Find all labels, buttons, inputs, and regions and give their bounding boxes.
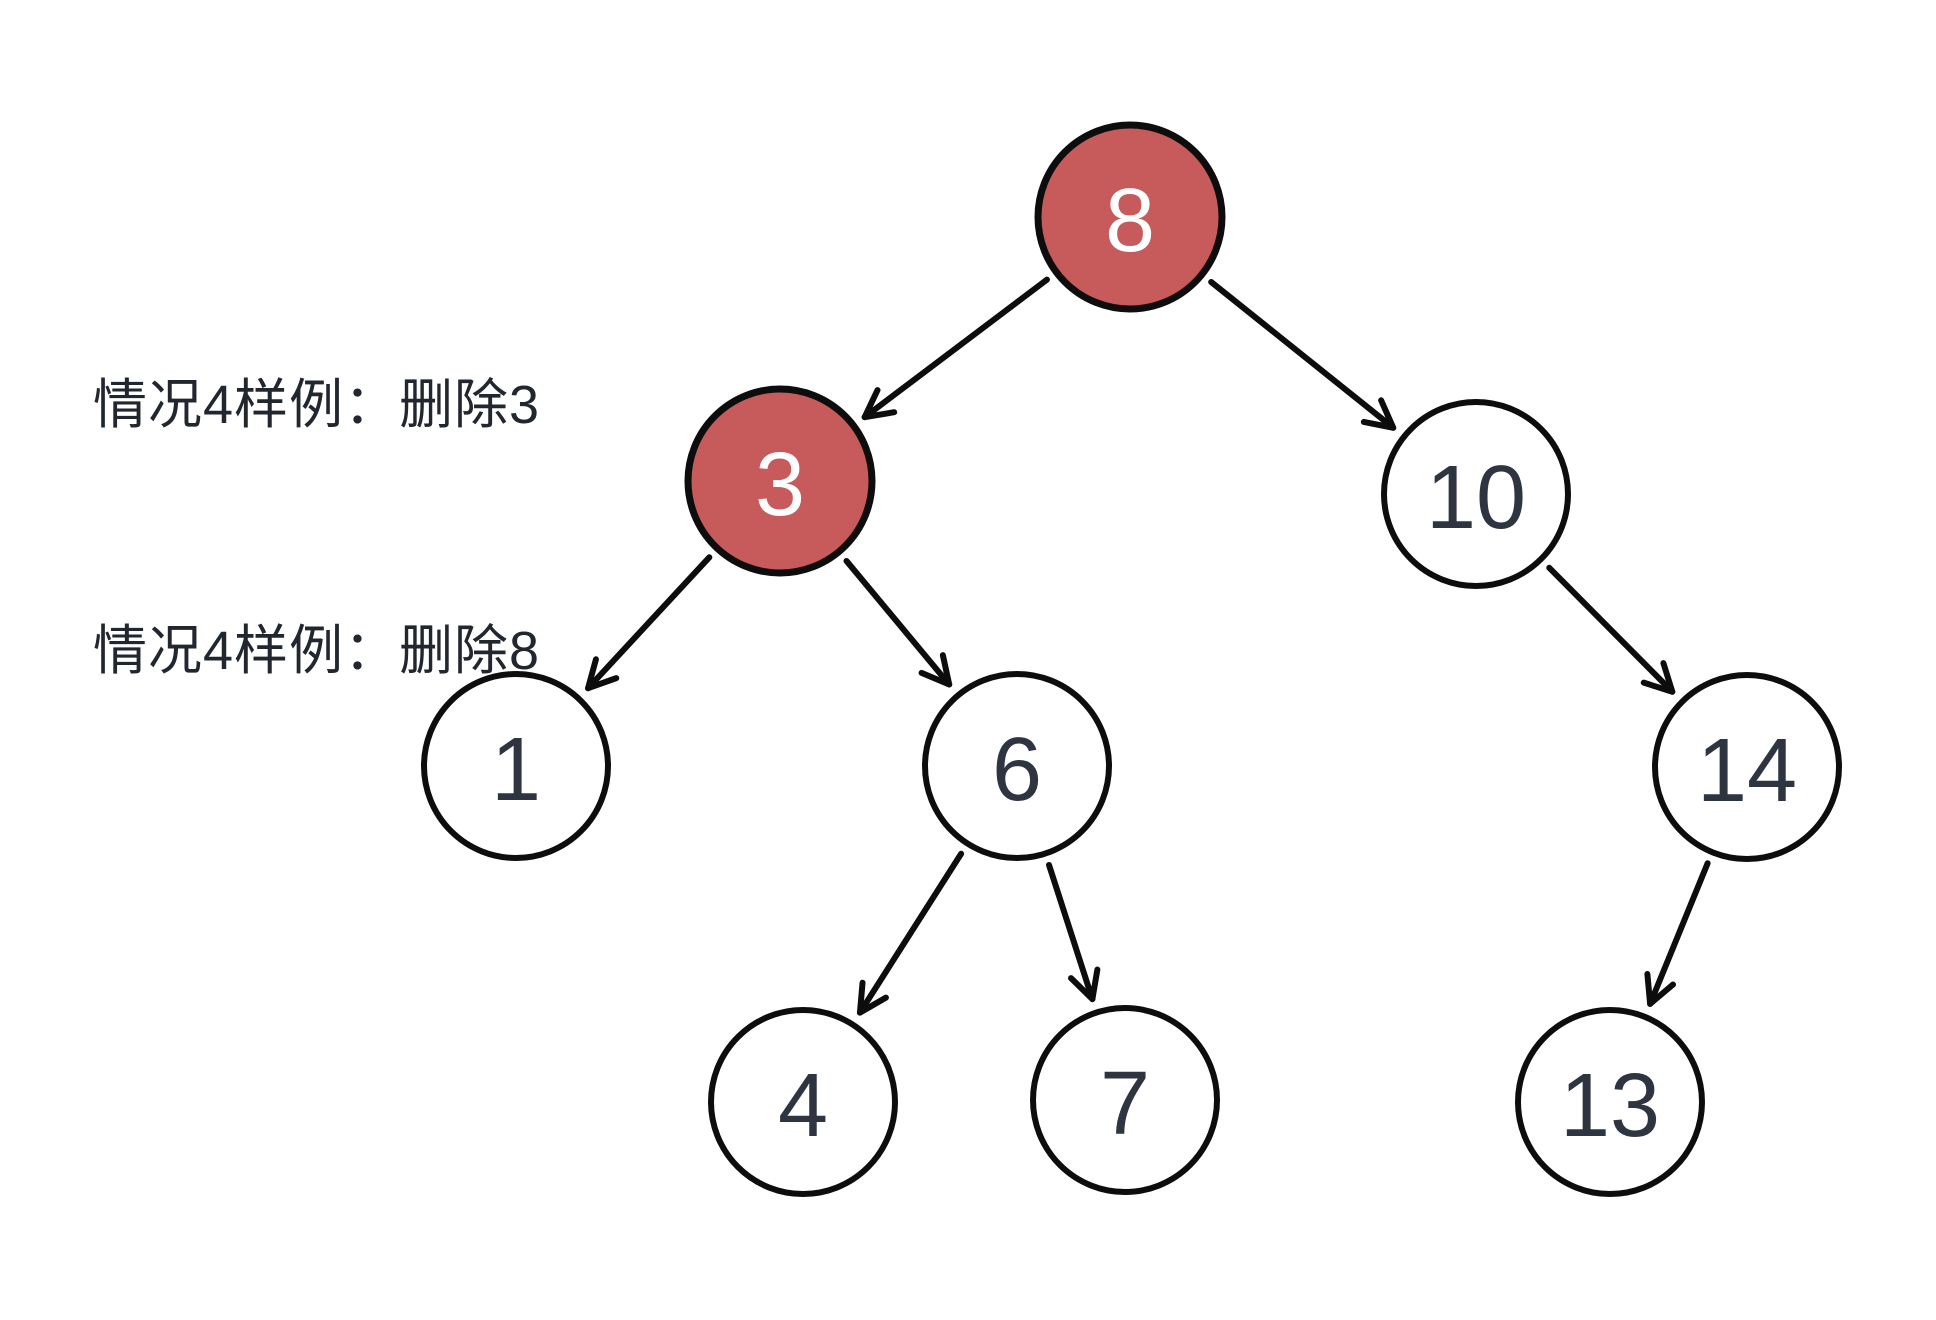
tree-edge-3-1	[585, 554, 713, 692]
arrowhead-8-10	[1360, 397, 1397, 431]
tree-edge-8-10	[1208, 278, 1397, 431]
tree-node-13	[1515, 1007, 1705, 1197]
node-label-3: 3	[755, 435, 805, 535]
tree-edge-8-3	[861, 276, 1050, 421]
arrowhead-6-7	[1068, 966, 1101, 1003]
tree-node-8	[1034, 121, 1226, 313]
arrowhead-6-4	[856, 979, 889, 1016]
tree-edge-10-14	[1546, 564, 1676, 695]
caption-line-2: 情况4样例：删除8	[93, 621, 541, 681]
arrowhead-3-1	[585, 656, 620, 692]
arrowhead-10-14	[1640, 660, 1676, 695]
tree-node-4	[708, 1007, 898, 1197]
caption-line-1: 情况4样例：删除3	[93, 375, 541, 435]
arrowhead-14-13	[1644, 971, 1677, 1007]
tree-node-10	[1381, 399, 1571, 589]
node-label-8: 8	[1105, 171, 1155, 271]
arrowhead-3-6	[918, 652, 953, 688]
node-label-7: 7	[1100, 1054, 1150, 1154]
caption-block: 情况4样例：删除3 情况4样例：删除8	[93, 200, 540, 856]
tree-edge-14-13	[1647, 860, 1711, 1007]
arrowhead-8-3	[861, 387, 898, 421]
node-label-13: 13	[1560, 1056, 1660, 1156]
tree-node-6	[922, 671, 1112, 861]
tree-node-14	[1652, 672, 1842, 862]
tree-node-3	[684, 385, 876, 577]
tree-edge-6-4	[856, 850, 965, 1016]
tree-edge-3-6	[843, 557, 953, 688]
tree-node-1	[421, 671, 611, 861]
node-label-10: 10	[1426, 448, 1526, 548]
tree-node-7	[1030, 1005, 1220, 1195]
node-label-4: 4	[778, 1056, 828, 1156]
node-label-14: 14	[1697, 721, 1797, 821]
node-label-1: 1	[491, 720, 541, 820]
tree-edge-6-7	[1045, 861, 1096, 1003]
node-label-6: 6	[992, 720, 1042, 820]
